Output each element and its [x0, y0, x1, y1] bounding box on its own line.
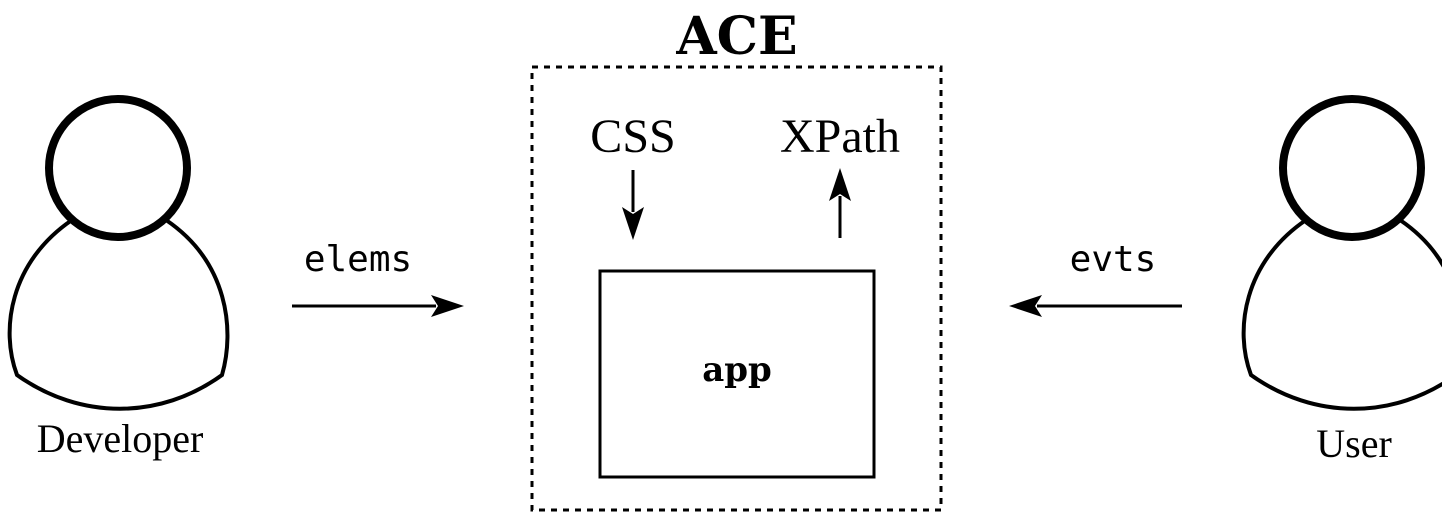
evts-arrow [1009, 295, 1182, 317]
elems-arrow [292, 295, 464, 317]
user-label: User [1316, 421, 1392, 466]
ace-boundary [530, 65, 943, 512]
app-label: app [702, 350, 772, 390]
xpath-label: XPath [780, 110, 900, 163]
xpath-up-arrow [829, 168, 851, 238]
user-actor-icon [1241, 95, 1442, 411]
elems-label: elems [304, 239, 412, 280]
evts-label: evts [1070, 239, 1157, 280]
css-down-arrow [622, 170, 644, 240]
css-label: CSS [590, 110, 675, 163]
diagram-title: ACE [675, 6, 797, 67]
developer-label: Developer [37, 416, 204, 461]
developer-actor-icon [7, 95, 230, 411]
app-box [598, 269, 876, 479]
